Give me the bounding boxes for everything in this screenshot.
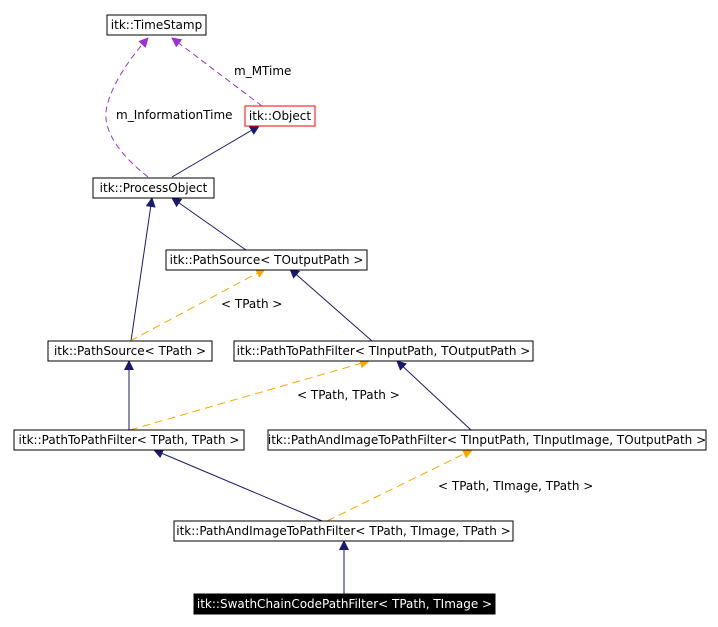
edges [105, 37, 473, 594]
edge-pathsource-out-to-processobject [171, 197, 247, 251]
edge-pai-full-to-p2p-inout [396, 360, 472, 431]
node-label: itk::ProcessObject [100, 181, 208, 195]
edge-pai-t-to-pai-full [326, 449, 473, 522]
edge-label-tpath-tpath: < TPath, TPath > [297, 388, 400, 402]
edge-label-m-information-time: m_InformationTime [116, 108, 233, 122]
edge-pathsource-t-to-processobject [130, 197, 156, 342]
edge-pai-t-to-p2p-tt [153, 448, 323, 522]
node-pathandimagetopathfilter-tinputpath-tinputimage-toutputpath[interactable]: itk::PathAndImageToPathFilter< TInputPat… [267, 429, 707, 451]
node-processobject[interactable]: itk::ProcessObject [92, 177, 215, 199]
edge-labels: m_MTime m_InformationTime < TPath > < TP… [116, 64, 593, 493]
node-label: itk::PathAndImageToPathFilter< TPath, TI… [176, 524, 510, 538]
node-label: itk::PathAndImageToPathFilter< TInputPat… [268, 433, 706, 447]
node-swathchaincodepathfilter-current: itk::SwathChainCodePathFilter< TPath, TI… [193, 593, 496, 615]
node-pathsource-tpath[interactable]: itk::PathSource< TPath > [47, 340, 213, 362]
edge-label-tpath: < TPath > [221, 297, 282, 311]
edge-processobject-to-timestamp [105, 37, 149, 178]
edge-label-m-mtime: m_MTime [234, 64, 291, 78]
node-pathtopathfilter-tpath-tpath[interactable]: itk::PathToPathFilter< TPath, TPath > [13, 429, 245, 451]
node-pathsource-toutputpath[interactable]: itk::PathSource< TOutputPath > [165, 249, 368, 271]
node-label: itk::PathSource< TPath > [54, 344, 206, 358]
node-timestamp[interactable]: itk::TimeStamp [106, 14, 207, 36]
edge-processobject-to-object [171, 125, 260, 178]
node-label: itk::Object [249, 109, 311, 123]
node-object[interactable]: itk::Object [244, 105, 316, 127]
edge-object-to-timestamp [171, 37, 263, 107]
node-label: itk::SwathChainCodePathFilter< TPath, TI… [197, 597, 492, 611]
node-label: itk::PathToPathFilter< TInputPath, TOutp… [237, 344, 531, 358]
node-pathtopathfilter-tinputpath-toutputpath[interactable]: itk::PathToPathFilter< TInputPath, TOutp… [233, 340, 534, 362]
node-label: itk::PathToPathFilter< TPath, TPath > [19, 433, 240, 447]
node-label: itk::TimeStamp [111, 18, 202, 32]
node-label: itk::PathSource< TOutputPath > [170, 253, 364, 267]
edge-p2p-inout-to-pathsource-out [289, 268, 373, 342]
edge-p2p-tt-to-p2p-inout [129, 358, 370, 431]
node-pathandimagetopathfilter-tpath-timage-tpath[interactable]: itk::PathAndImageToPathFilter< TPath, TI… [173, 520, 514, 542]
edge-label-tpath-timage-tpath: < TPath, TImage, TPath > [438, 479, 593, 493]
